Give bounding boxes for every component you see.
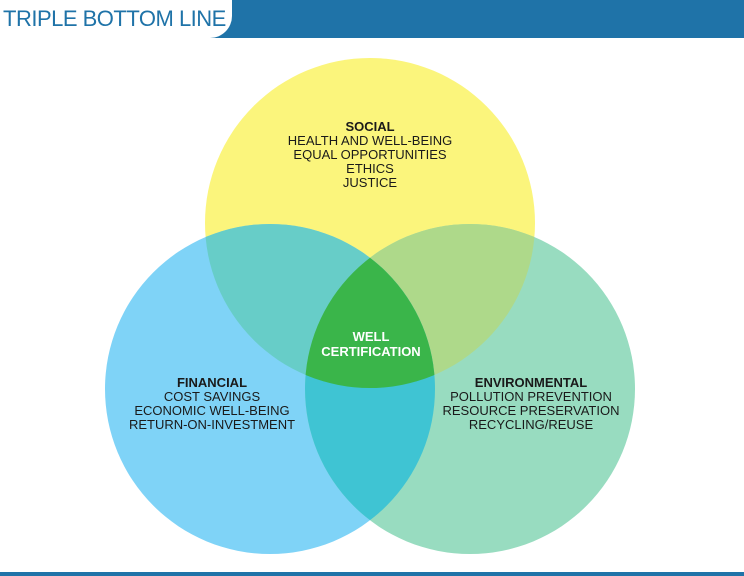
center-overlap bbox=[305, 224, 435, 388]
center-label-line: WELL bbox=[353, 329, 390, 344]
environmental-item: POLLUTION PREVENTION bbox=[450, 389, 612, 404]
center-label-line: CERTIFICATION bbox=[321, 344, 420, 359]
bottom-rule bbox=[0, 572, 744, 576]
social-text: SOCIAL HEALTH AND WELL-BEING EQUAL OPPOR… bbox=[288, 119, 452, 190]
header-tab: TRIPLE BOTTOM LINE bbox=[0, 0, 232, 38]
social-title: SOCIAL bbox=[345, 119, 394, 134]
social-item: ETHICS bbox=[346, 161, 394, 176]
page-title: TRIPLE BOTTOM LINE bbox=[3, 6, 226, 31]
center-text: WELL CERTIFICATION bbox=[321, 329, 420, 359]
environmental-item: RESOURCE PRESERVATION bbox=[443, 403, 620, 418]
environmental-text: ENVIRONMENTAL POLLUTION PREVENTION RESOU… bbox=[443, 375, 620, 432]
financial-text: FINANCIAL COST SAVINGS ECONOMIC WELL-BEI… bbox=[129, 375, 295, 432]
social-item: EQUAL OPPORTUNITIES bbox=[293, 147, 446, 162]
financial-item: RETURN-ON-INVESTMENT bbox=[129, 417, 295, 432]
social-item: HEALTH AND WELL-BEING bbox=[288, 133, 452, 148]
financial-item: COST SAVINGS bbox=[164, 389, 261, 404]
financial-title: FINANCIAL bbox=[177, 375, 247, 390]
social-item: JUSTICE bbox=[343, 175, 398, 190]
environmental-item: RECYCLING/REUSE bbox=[469, 417, 594, 432]
financial-item: ECONOMIC WELL-BEING bbox=[134, 403, 289, 418]
environmental-title: ENVIRONMENTAL bbox=[475, 375, 587, 390]
